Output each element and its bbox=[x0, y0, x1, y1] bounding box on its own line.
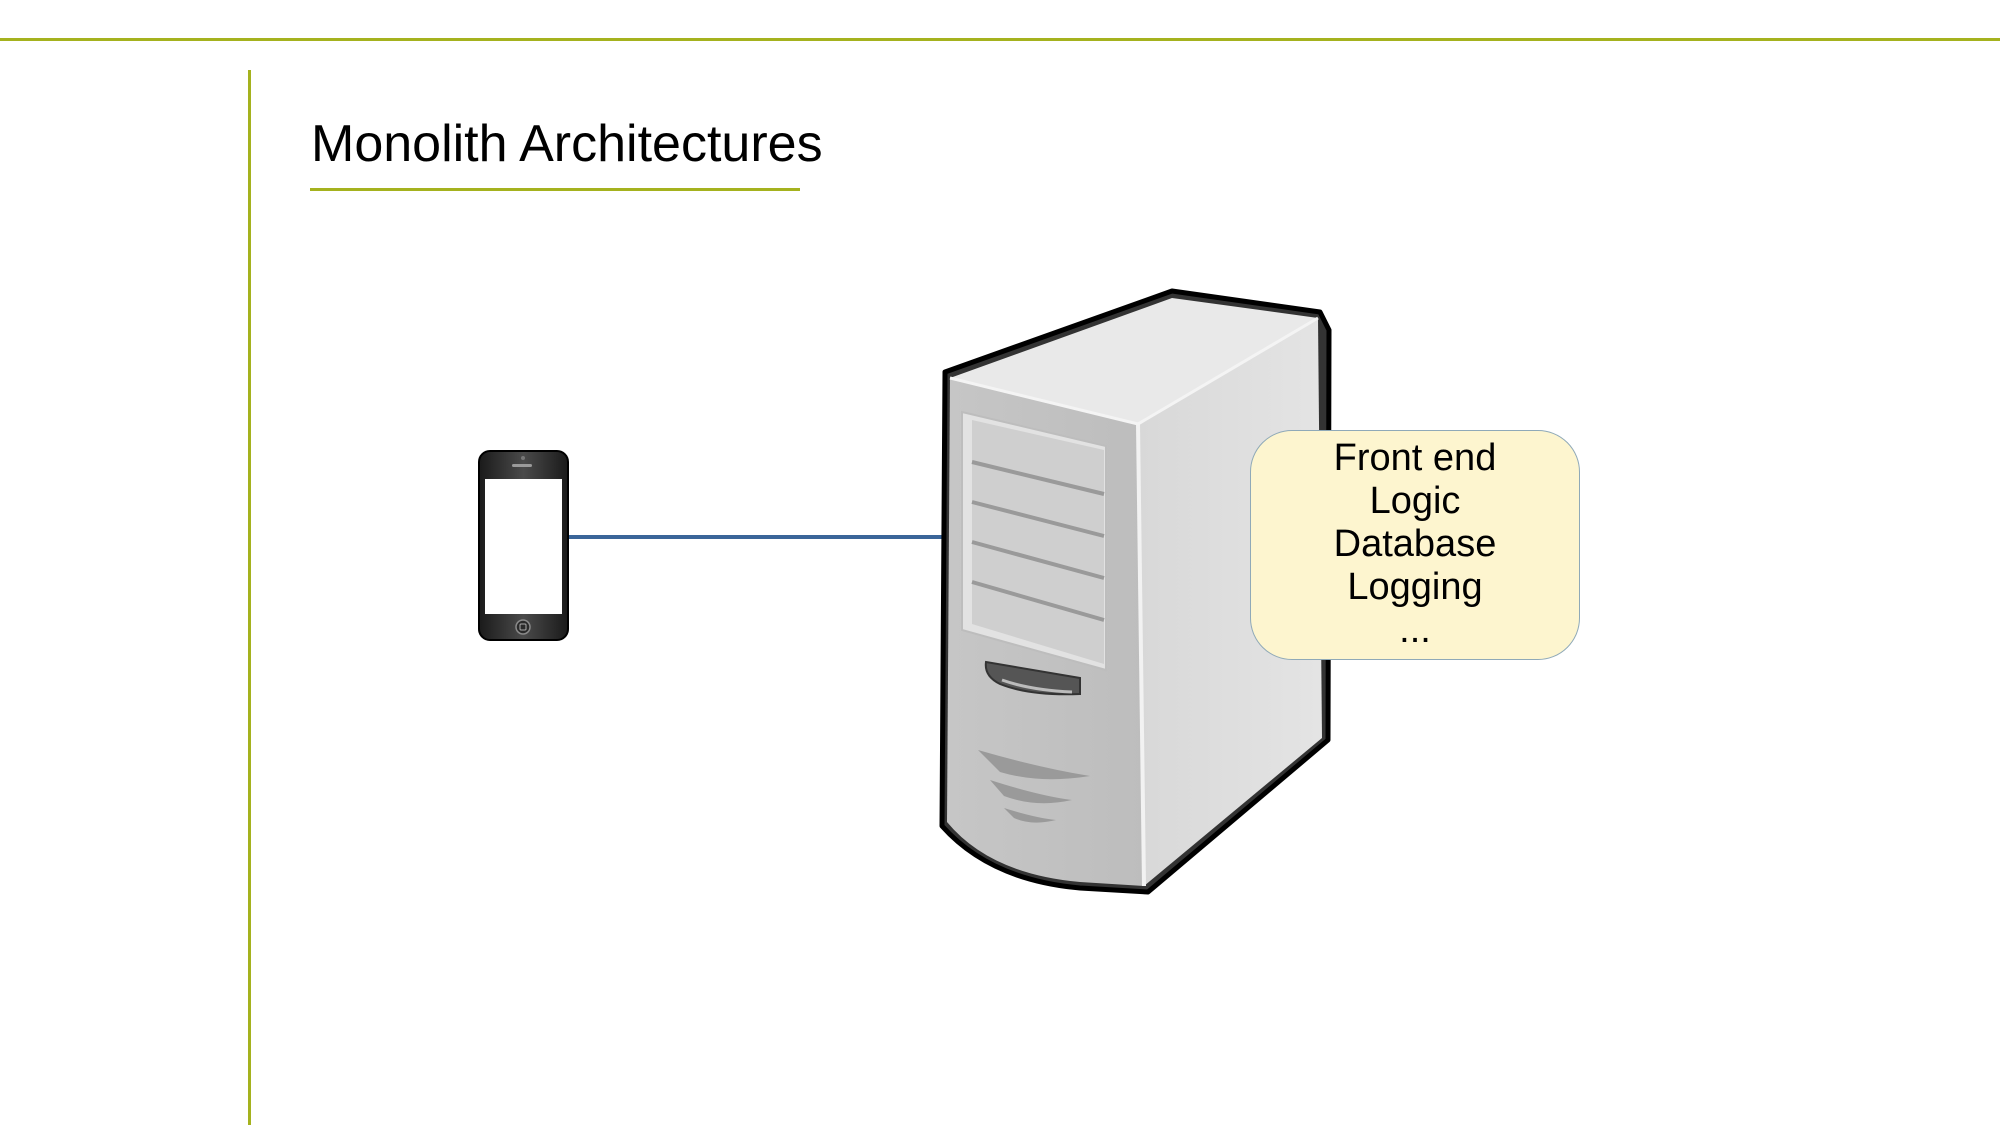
callout-line-database: Database bbox=[1333, 523, 1497, 565]
callout-line-front-end: Front end bbox=[1333, 437, 1497, 479]
left-accent-rule bbox=[248, 70, 251, 1125]
title-underline bbox=[310, 188, 800, 191]
slide-title: Monolith Architectures bbox=[311, 115, 823, 173]
callout-line-logging: Logging bbox=[1347, 566, 1483, 608]
callout-line-ellipsis: ... bbox=[1399, 609, 1431, 651]
monolith-components-callout: Front end Logic Database Logging ... bbox=[1250, 430, 1580, 660]
top-accent-rule bbox=[0, 38, 2000, 41]
smartphone-icon bbox=[478, 450, 569, 641]
callout-line-logic: Logic bbox=[1369, 480, 1461, 522]
